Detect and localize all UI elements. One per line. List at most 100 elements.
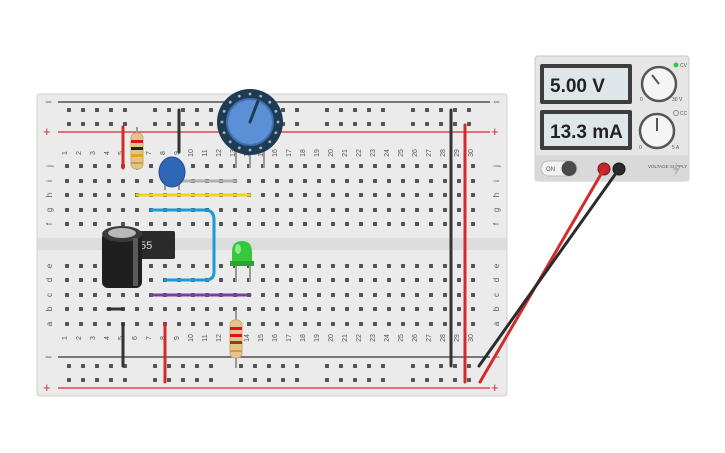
terminal-hole[interactable] bbox=[457, 193, 461, 197]
terminal-hole[interactable] bbox=[289, 208, 293, 212]
rail-hole[interactable] bbox=[109, 364, 113, 368]
terminal-hole[interactable] bbox=[317, 307, 321, 311]
rail-hole[interactable] bbox=[153, 108, 157, 112]
terminal-hole[interactable] bbox=[65, 278, 69, 282]
rail-hole[interactable] bbox=[67, 108, 71, 112]
terminal-hole[interactable] bbox=[79, 307, 83, 311]
terminal-hole[interactable] bbox=[373, 164, 377, 168]
terminal-hole[interactable] bbox=[415, 293, 419, 297]
power-supply[interactable]: 5.00 V 13.3 mA 0 30 V CV 0 5 A CC ON VOL… bbox=[534, 55, 690, 182]
terminal-hole[interactable] bbox=[471, 293, 475, 297]
terminal-hole[interactable] bbox=[205, 307, 209, 311]
terminal-hole[interactable] bbox=[135, 293, 139, 297]
terminal-hole[interactable] bbox=[401, 278, 405, 282]
terminal-hole[interactable] bbox=[331, 293, 335, 297]
rail-hole[interactable] bbox=[195, 108, 199, 112]
terminal-hole[interactable] bbox=[163, 264, 167, 268]
terminal-hole[interactable] bbox=[387, 293, 391, 297]
terminal-hole[interactable] bbox=[317, 278, 321, 282]
terminal-hole[interactable] bbox=[415, 307, 419, 311]
terminal-hole[interactable] bbox=[303, 164, 307, 168]
terminal-hole[interactable] bbox=[177, 307, 181, 311]
terminal-hole[interactable] bbox=[219, 322, 223, 326]
terminal-hole[interactable] bbox=[387, 164, 391, 168]
rail-hole[interactable] bbox=[109, 122, 113, 126]
terminal-hole[interactable] bbox=[191, 307, 195, 311]
terminal-hole[interactable] bbox=[471, 164, 475, 168]
terminal-hole[interactable] bbox=[471, 179, 475, 183]
terminal-hole[interactable] bbox=[457, 264, 461, 268]
terminal-hole[interactable] bbox=[415, 208, 419, 212]
rail-hole[interactable] bbox=[209, 108, 213, 112]
terminal-hole[interactable] bbox=[289, 222, 293, 226]
rail-hole[interactable] bbox=[453, 364, 457, 368]
terminal-hole[interactable] bbox=[303, 307, 307, 311]
terminal-hole[interactable] bbox=[275, 193, 279, 197]
terminal-hole[interactable] bbox=[303, 322, 307, 326]
terminal-hole[interactable] bbox=[317, 208, 321, 212]
rail-hole[interactable] bbox=[467, 364, 471, 368]
terminal-hole[interactable] bbox=[65, 179, 69, 183]
rail-hole[interactable] bbox=[295, 122, 299, 126]
terminal-hole[interactable] bbox=[205, 264, 209, 268]
rail-hole[interactable] bbox=[367, 122, 371, 126]
rail-hole[interactable] bbox=[425, 108, 429, 112]
terminal-hole[interactable] bbox=[107, 164, 111, 168]
terminal-hole[interactable] bbox=[79, 264, 83, 268]
terminal-hole[interactable] bbox=[261, 293, 265, 297]
terminal-hole[interactable] bbox=[177, 322, 181, 326]
terminal-hole[interactable] bbox=[107, 179, 111, 183]
terminal-hole[interactable] bbox=[149, 322, 153, 326]
terminal-hole[interactable] bbox=[289, 307, 293, 311]
terminal-hole[interactable] bbox=[275, 208, 279, 212]
terminal-hole[interactable] bbox=[443, 293, 447, 297]
terminal-hole[interactable] bbox=[289, 293, 293, 297]
terminal-hole[interactable] bbox=[79, 293, 83, 297]
terminal-hole[interactable] bbox=[387, 179, 391, 183]
rail-hole[interactable] bbox=[411, 364, 415, 368]
terminal-hole[interactable] bbox=[303, 193, 307, 197]
terminal-hole[interactable] bbox=[359, 208, 363, 212]
terminal-hole[interactable] bbox=[415, 264, 419, 268]
terminal-hole[interactable] bbox=[471, 222, 475, 226]
rail-hole[interactable] bbox=[467, 122, 471, 126]
resistor-bottom[interactable] bbox=[229, 310, 243, 368]
terminal-hole[interactable] bbox=[261, 322, 265, 326]
terminal-hole[interactable] bbox=[415, 322, 419, 326]
terminal-hole[interactable] bbox=[149, 264, 153, 268]
terminal-hole[interactable] bbox=[415, 278, 419, 282]
terminal-hole[interactable] bbox=[177, 222, 181, 226]
terminal-hole[interactable] bbox=[443, 278, 447, 282]
rail-hole[interactable] bbox=[325, 378, 329, 382]
terminal-hole[interactable] bbox=[429, 208, 433, 212]
terminal-hole[interactable] bbox=[457, 164, 461, 168]
terminal-hole[interactable] bbox=[219, 208, 223, 212]
rail-hole[interactable] bbox=[353, 122, 357, 126]
terminal-hole[interactable] bbox=[65, 193, 69, 197]
rail-hole[interactable] bbox=[167, 364, 171, 368]
rail-hole[interactable] bbox=[95, 378, 99, 382]
terminal-hole[interactable] bbox=[205, 322, 209, 326]
terminal-hole[interactable] bbox=[219, 278, 223, 282]
rail-hole[interactable] bbox=[353, 364, 357, 368]
rail-hole[interactable] bbox=[153, 378, 157, 382]
terminal-hole[interactable] bbox=[317, 164, 321, 168]
rail-hole[interactable] bbox=[181, 364, 185, 368]
terminal-hole[interactable] bbox=[317, 293, 321, 297]
rail-hole[interactable] bbox=[295, 108, 299, 112]
rail-hole[interactable] bbox=[425, 378, 429, 382]
terminal-hole[interactable] bbox=[429, 293, 433, 297]
terminal-hole[interactable] bbox=[401, 264, 405, 268]
terminal-hole[interactable] bbox=[401, 307, 405, 311]
rail-hole[interactable] bbox=[339, 108, 343, 112]
terminal-hole[interactable] bbox=[387, 222, 391, 226]
rail-hole[interactable] bbox=[381, 108, 385, 112]
terminal-hole[interactable] bbox=[219, 164, 223, 168]
rail-hole[interactable] bbox=[411, 122, 415, 126]
terminal-hole[interactable] bbox=[65, 222, 69, 226]
terminal-hole[interactable] bbox=[373, 264, 377, 268]
terminal-hole[interactable] bbox=[373, 307, 377, 311]
terminal-hole[interactable] bbox=[387, 278, 391, 282]
terminal-hole[interactable] bbox=[457, 222, 461, 226]
rail-hole[interactable] bbox=[109, 378, 113, 382]
